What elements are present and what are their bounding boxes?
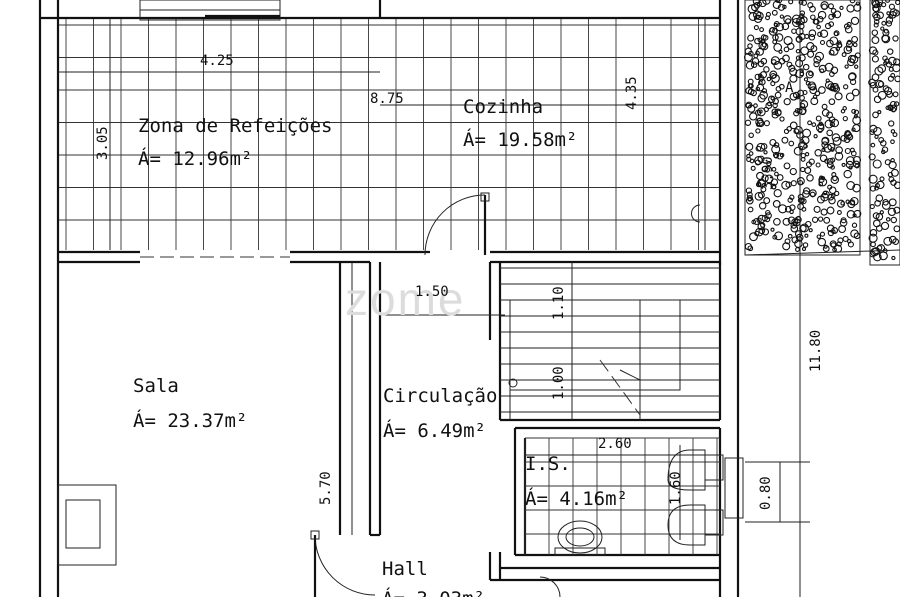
- dim-label: 1.00: [551, 366, 567, 400]
- room-area-hall: Á= 3.03m²: [382, 587, 485, 597]
- arc-marker-icon: [691, 204, 701, 223]
- kitchen-tile-grid: [58, 18, 720, 250]
- section-marker: A: [785, 80, 794, 96]
- dim-label: 3.05: [95, 126, 111, 160]
- dim-label: 1.60: [668, 471, 684, 505]
- room-name-hall: Hall: [382, 558, 428, 580]
- dimension-lines: [58, 0, 810, 597]
- fireplace: [57, 484, 117, 566]
- room-name-dining: Zona de Refeições: [138, 115, 332, 137]
- dim-label: 11.80: [808, 330, 824, 372]
- dim-label: 4.35: [624, 76, 640, 110]
- room-area-kitchen: Á= 19.58m²: [463, 128, 577, 151]
- room-name-living: Sala: [133, 375, 179, 397]
- dim-label: 2.60: [598, 436, 632, 452]
- door-swings: [310, 192, 561, 597]
- staircase: [500, 267, 720, 420]
- bathroom-tile-grid: [524, 437, 720, 555]
- dim-label: 1.10: [551, 286, 567, 320]
- room-area-living: Á= 23.37m²: [133, 409, 247, 432]
- dim-label: 8.75: [370, 91, 404, 107]
- dim-label: 0.80: [758, 476, 774, 510]
- room-area-dining: Á= 12.96m²: [138, 147, 252, 170]
- room-name-circulation: Circulação: [383, 385, 497, 407]
- dim-label: 5.70: [318, 471, 334, 505]
- watermark: zome: [345, 273, 465, 325]
- room-area-bathroom: Á= 4.16m²: [525, 487, 628, 510]
- dim-label: 4.25: [200, 53, 234, 69]
- room-area-circulation: Á= 6.49m²: [383, 419, 486, 442]
- circle-marker-icon: [508, 378, 518, 388]
- walls: [38, 0, 740, 597]
- dim-label: 3.90: [760, 156, 776, 190]
- dim-label: 1.50: [415, 284, 449, 300]
- exterior-gravel: [743, 0, 900, 266]
- sanitary-fixtures: [554, 449, 744, 556]
- room-name-bathroom: I.S.: [525, 453, 571, 475]
- room-name-kitchen: Cozinha: [463, 96, 543, 118]
